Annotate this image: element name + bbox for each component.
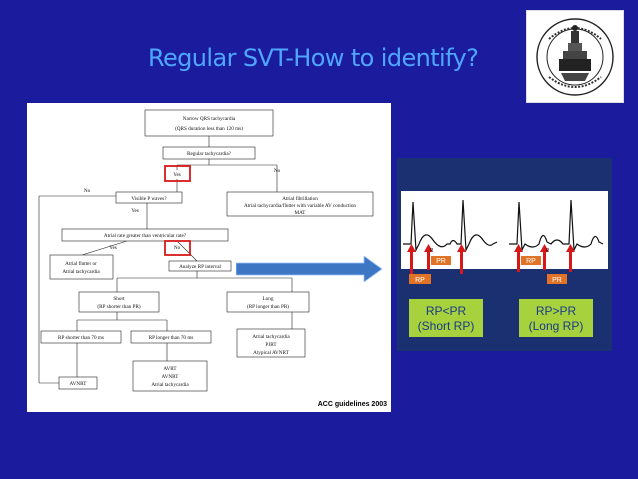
acc-guidelines-reference: ACC guidelines 2003: [318, 401, 387, 408]
short-rp-caption-1: RP<PR: [426, 304, 467, 318]
narrow-qrs-box: [144, 109, 274, 137]
pr-label-right: PR: [552, 277, 562, 284]
rp-pr-ecg-panel: P P RP PR RP PR RP<PR (Short RP) RP>PR (…: [397, 158, 612, 351]
slide-title: Regular SVT-How to identify?: [148, 44, 479, 72]
mid-result-3: Atrial tachycardia: [151, 382, 189, 388]
flowchart-connectors: [38, 136, 293, 384]
p-wave-label-left: P: [430, 248, 434, 254]
seal-icon: [536, 18, 614, 96]
avnrt-label: AVNRT: [70, 381, 88, 387]
pr-tag-left: [431, 256, 451, 265]
rp-label-left: RP: [415, 277, 425, 284]
short-sub-label: (RP shorter than PR): [97, 303, 140, 310]
rp-long70-label: RP longer than 70 ms: [149, 335, 194, 341]
yes-label-1: Yes: [173, 172, 181, 178]
long-rp-box: [226, 291, 310, 313]
pr-tag-right: [547, 274, 567, 284]
short-rp-caption-2: (Short RP): [418, 319, 475, 333]
long-rp-waveform: [509, 199, 604, 253]
qrs-duration-label: (QRS duration less than 120 ms): [175, 125, 243, 132]
analyze-rp-label: Analyze RP interval: [179, 264, 221, 270]
long-result-1: Atrial tachycardia: [252, 334, 290, 340]
rp-label-right: RP: [526, 258, 536, 265]
af-line2-label: Atrial tachycardia/flutter with variable…: [244, 202, 356, 209]
university-seal-logo: [526, 10, 624, 103]
atrial-flutter-box: [49, 254, 114, 280]
short-rp-box: [78, 291, 160, 313]
long-rp-caption-box: [519, 299, 593, 337]
mid-result-1: AVRT: [163, 366, 177, 372]
avnrt-box: [58, 376, 98, 390]
ecg-marker-arrows: [407, 244, 575, 274]
flutter-label: Atrial flutter or: [65, 260, 97, 267]
long-results-box: [236, 328, 306, 358]
long-rp-caption-2: (Long RP): [529, 319, 584, 333]
rp-tag-left: [409, 274, 431, 284]
yes-label-3: Yes: [109, 245, 117, 251]
regular-tachycardia-label: Regular tachycardia?: [187, 151, 232, 157]
atrial-rate-box: [61, 228, 229, 242]
flutter2-label: Atrial tachycardia: [62, 269, 100, 275]
mid-results-box: [132, 360, 208, 392]
long-label: Long: [263, 296, 274, 302]
visible-p-label: Visible P waves?: [131, 196, 167, 202]
svt-flowchart: Narrow QRS tachycardia (QRS duration les…: [27, 103, 391, 412]
long-result-3: Atypical AVNRT: [253, 350, 290, 356]
narrow-qrs-label: Narrow QRS tachycardia: [183, 116, 236, 122]
yes-highlight-box: [164, 165, 191, 182]
rp-tag-right: [521, 256, 541, 265]
short-rp-caption-box: [409, 299, 483, 337]
short-label: Short: [113, 296, 125, 302]
rp-short70-box: [40, 330, 122, 344]
rp-long70-box: [130, 330, 212, 344]
no-highlight-box: [164, 240, 191, 256]
no-label-left: No: [84, 188, 91, 194]
analyze-rp-box: [168, 260, 232, 272]
atrial-rate-label: Atrial rate greater than ventricular rat…: [104, 233, 187, 239]
yes-label-2: Yes: [131, 208, 139, 214]
rp-short70-label: RP shorter than 70 ms: [58, 335, 104, 341]
visible-p-box: [115, 191, 183, 204]
atrial-fibrillation-box: [226, 191, 374, 217]
regular-tachycardia-box: [162, 146, 256, 160]
no-label-3: No: [174, 245, 181, 251]
mat-label: MAT: [295, 210, 307, 216]
short-rp-waveform: [403, 199, 498, 253]
no-label-1: No: [274, 168, 281, 174]
right-arrow-icon: [236, 256, 382, 282]
long-result-2: PJRT: [265, 342, 277, 348]
mid-result-2: AVNRT: [162, 374, 180, 380]
p-wave-label-right: P: [546, 248, 550, 254]
long-sub-label: (RP longer than PR): [247, 303, 289, 310]
af-label: Atrial fibrillation: [282, 195, 318, 202]
pr-label-left: PR: [436, 258, 446, 265]
long-rp-caption-1: RP>PR: [536, 304, 577, 318]
